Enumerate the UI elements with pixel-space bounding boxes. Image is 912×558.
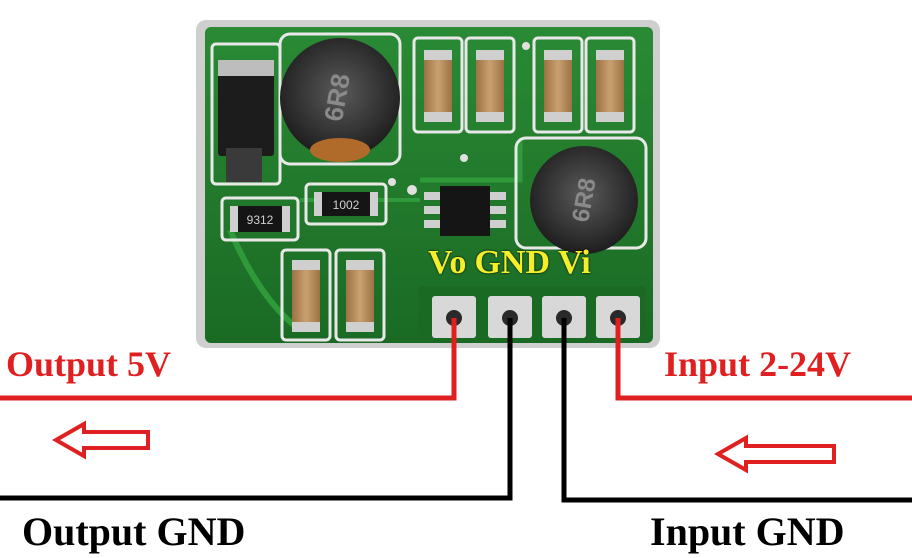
pin-label-vi: Vi (558, 244, 591, 281)
resistor-right-marking: 1002 (333, 198, 360, 212)
capacitor-bottom-2 (334, 248, 386, 342)
capacitor-top-1 (412, 36, 464, 134)
output-voltage-label: Output 5V (6, 344, 172, 384)
inductor-right: 6R8 (514, 136, 648, 254)
pad-gnd-in (542, 296, 586, 338)
capacitor-top-4 (584, 36, 636, 134)
ic-chip (424, 186, 506, 236)
resistor-left: 9312 (220, 196, 300, 242)
output-power-wire (0, 318, 457, 401)
input-voltage-label: Input 2-24V (664, 344, 852, 384)
pin-label-vo: Vo (428, 244, 467, 281)
input-gnd-label: Input GND (650, 509, 845, 554)
capacitor-bottom-1 (280, 248, 332, 342)
pin-label-gnd: GND (474, 244, 550, 281)
input-power-wire (615, 318, 912, 401)
output-direction-arrow-icon (51, 420, 150, 460)
resistor-right: 1002 (304, 182, 388, 226)
input-direction-arrow-icon (713, 434, 836, 474)
output-gnd-label: Output GND (22, 509, 246, 554)
resistor-left-marking: 9312 (247, 213, 274, 227)
capacitor-top-3 (532, 36, 584, 134)
diode (210, 42, 282, 186)
inductor-left: 6R8 (278, 32, 402, 166)
capacitor-top-2 (464, 36, 516, 134)
input-ground-wire (561, 318, 912, 503)
vias (388, 42, 530, 195)
output-ground-wire (0, 318, 513, 501)
